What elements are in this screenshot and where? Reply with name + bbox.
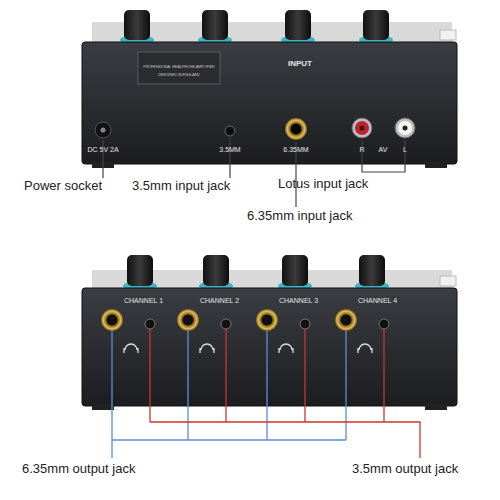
knob [123, 255, 157, 291]
input-jack-3-5mm [225, 126, 235, 136]
output-jack-6-35mm [335, 309, 357, 331]
knob [278, 255, 312, 291]
panel-label: INPUT [288, 60, 312, 69]
foot [425, 404, 447, 410]
output-jacks [101, 309, 389, 331]
panel-label: 3.5MM [219, 146, 240, 154]
foot [92, 404, 114, 410]
headphone-icon [124, 344, 138, 353]
spec-sticker [138, 52, 220, 84]
callout-label: 6.35mm output jack [22, 462, 135, 476]
knob [198, 10, 232, 45]
headphone-icon [358, 344, 372, 353]
knob [355, 255, 389, 291]
channel-label: CHANNEL 3 [279, 297, 318, 305]
output-jack-3-5mm [300, 319, 310, 329]
output-jack-3-5mm [379, 319, 389, 329]
knob [199, 255, 233, 291]
rca-jack-white [395, 118, 415, 138]
foot [425, 162, 447, 168]
panel-label: R [359, 146, 364, 154]
panel-label: AV [379, 146, 388, 154]
panel-label: DC 5V 2A [87, 146, 118, 154]
blue-leader-lines [112, 331, 346, 458]
channel-label: CHANNEL 2 [200, 297, 239, 305]
callout-label: 3.5mm output jack [352, 462, 458, 476]
leader-line [102, 140, 103, 178]
panel-label: L [403, 146, 407, 154]
output-jack-6-35mm [101, 309, 123, 331]
front-panel [82, 288, 457, 406]
headphone-icons [124, 344, 372, 353]
output-jack-3-5mm [145, 319, 155, 329]
sticker-text: PROFESSIONAL HEADPHONE AMPLIFIER [143, 66, 214, 70]
headphone-icon [200, 344, 214, 353]
callout-label: Lotus input jack [278, 177, 368, 191]
output-jack-3-5mm [221, 319, 231, 329]
callout-label: 6.35mm input jack [247, 209, 353, 223]
top-knobs [92, 10, 456, 45]
input-jack-6-35mm [285, 118, 307, 140]
knob [359, 10, 393, 45]
headphone-icon [279, 344, 293, 353]
callout-label: 3.5mm input jack [132, 179, 230, 193]
front-knobs [92, 255, 456, 291]
output-jack-6-35mm [177, 309, 199, 331]
switch [440, 276, 456, 286]
callout-label: Power socket [24, 179, 102, 193]
leader-lines [103, 138, 405, 207]
knob [120, 10, 154, 45]
leader-line [150, 329, 420, 458]
leader-line [229, 138, 230, 178]
back-panel [82, 42, 457, 164]
switch [440, 30, 456, 40]
panel-label: 6.35MM [283, 146, 308, 154]
red-leader-lines [150, 329, 420, 458]
sticker-text: DESIGNED IN ENGLAND [158, 74, 200, 78]
leader-line [362, 140, 405, 172]
knob [281, 10, 315, 45]
channel-label: CHANNEL 4 [358, 297, 397, 305]
power-socket [95, 122, 111, 138]
rca-jack-red [352, 118, 372, 138]
leader-line [112, 331, 346, 458]
output-jack-6-35mm [256, 309, 278, 331]
channel-label: CHANNEL 1 [124, 297, 163, 305]
